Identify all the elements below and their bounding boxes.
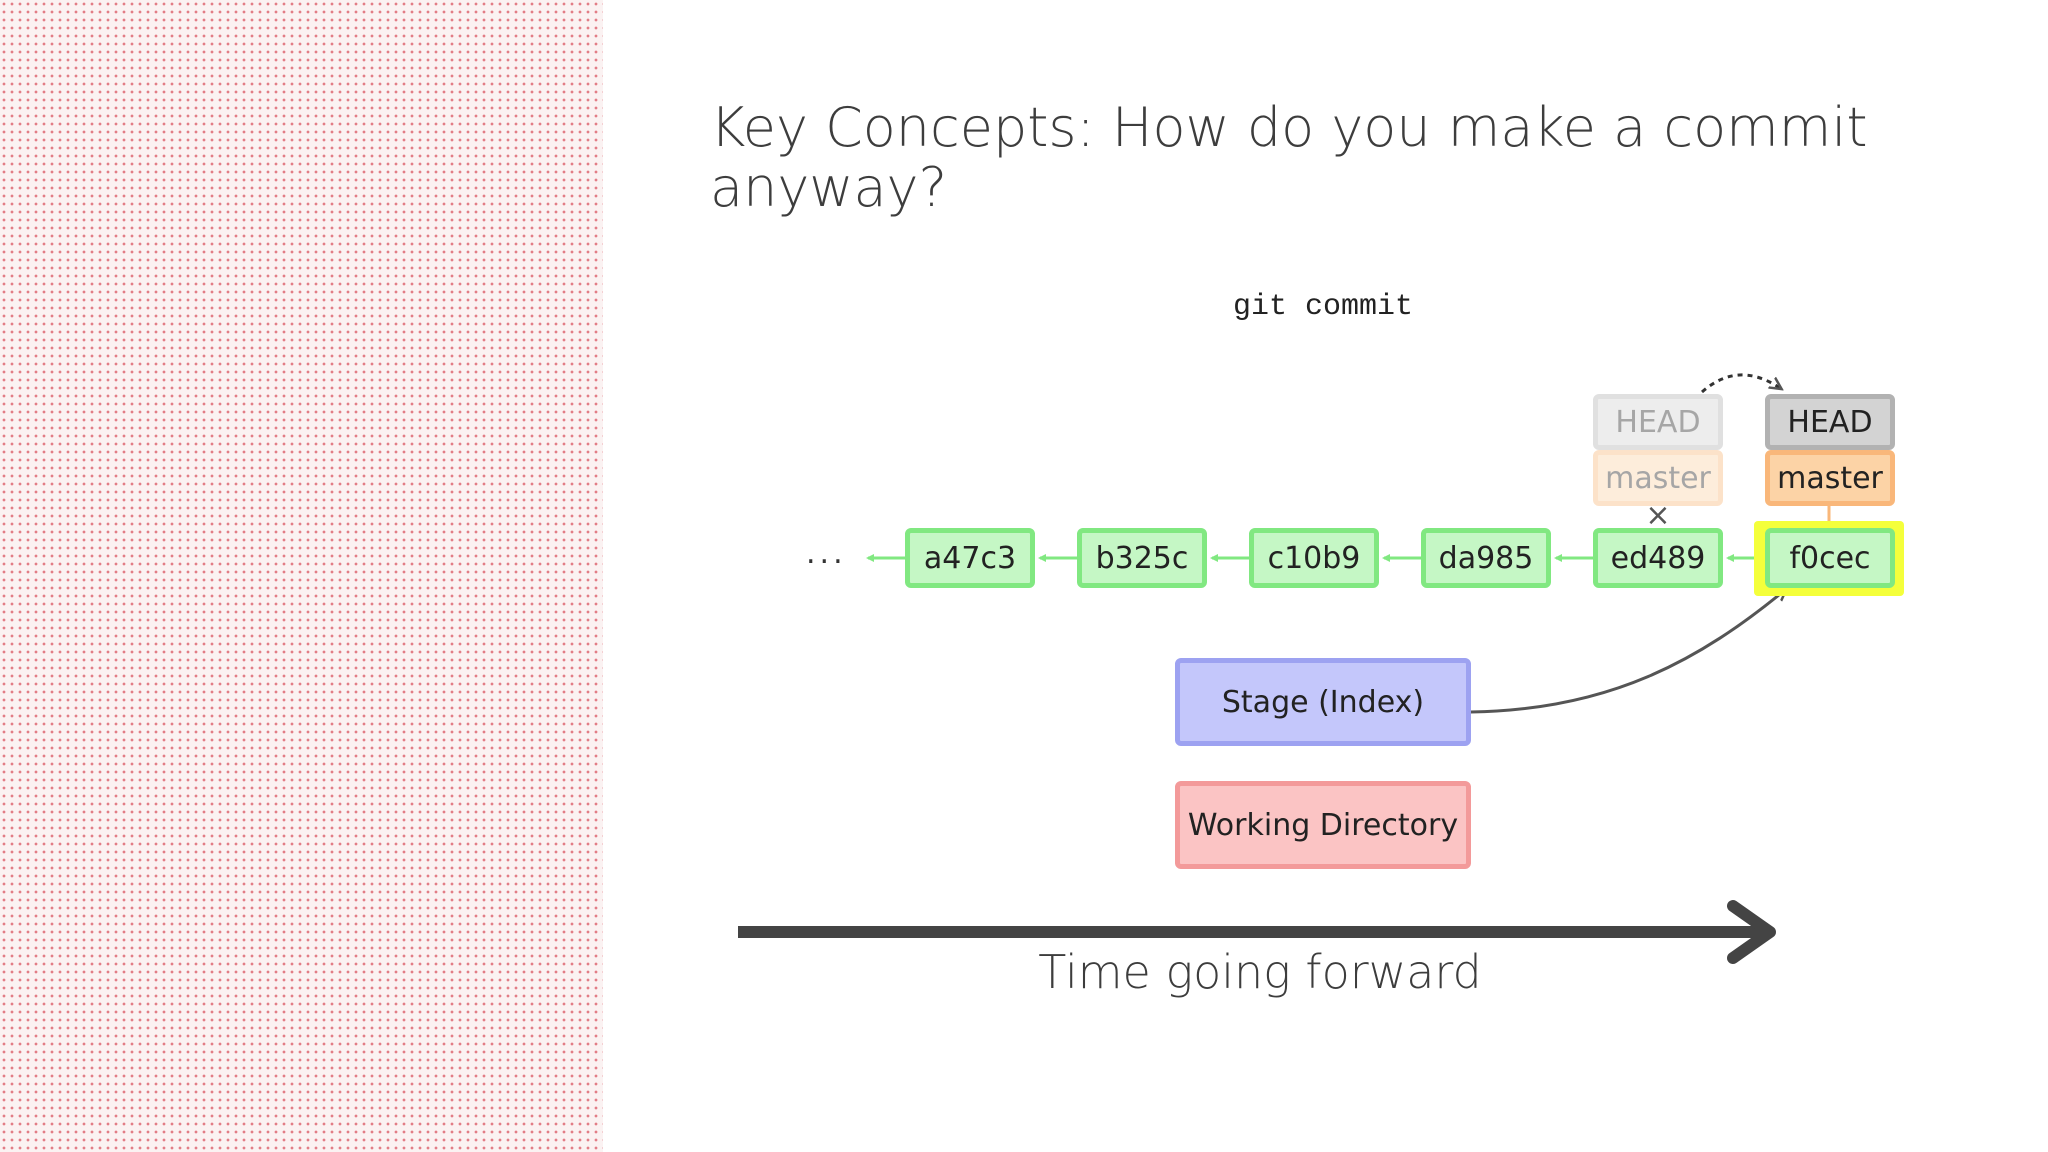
old-master-pointer: master	[1593, 450, 1723, 506]
removed-link-x-icon: ×	[1645, 498, 1671, 533]
head-pointer: HEAD	[1765, 394, 1895, 450]
stage-index-box: Stage (Index)	[1175, 658, 1471, 746]
old-head-pointer: HEAD	[1593, 394, 1723, 450]
commit-node: c10b9	[1249, 528, 1379, 588]
time-arrow-head	[1727, 900, 1776, 964]
commit-node: da985	[1421, 528, 1551, 588]
commit-node-new: f0cec	[1765, 528, 1895, 588]
commit-node: b325c	[1077, 528, 1207, 588]
history-ellipsis: ...	[806, 536, 847, 571]
commit-node: ed489	[1593, 528, 1723, 588]
master-pointer: master	[1765, 450, 1895, 506]
head-move-arrow	[1701, 373, 1780, 394]
slide-title: Key Concepts: How do you make a commit a…	[710, 96, 1868, 219]
commit-node: a47c3	[905, 528, 1035, 588]
stage-to-commit-arrow	[1470, 590, 1785, 714]
time-axis-label: Time going forward	[1038, 945, 1482, 999]
working-directory-box: Working Directory	[1175, 781, 1471, 869]
dotted-background-panel	[0, 0, 603, 1152]
git-command-label: git commit	[1232, 290, 1414, 324]
